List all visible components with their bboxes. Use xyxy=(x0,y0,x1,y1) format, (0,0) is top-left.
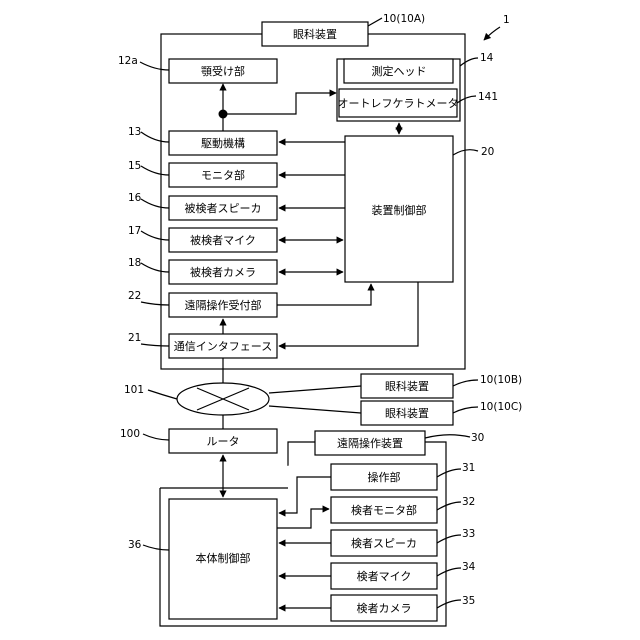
router-label: ルータ xyxy=(207,435,240,448)
ophthalmic-device-a-leader xyxy=(368,18,382,26)
network-to-device-c-line xyxy=(269,406,361,413)
ophthalmic-device-b-ref: 10(10B) xyxy=(480,374,522,386)
router-ref: 100 xyxy=(120,428,140,440)
examiner-camera-label: 検者カメラ xyxy=(357,601,412,615)
operation-unit-ref: 31 xyxy=(462,462,475,474)
main-controller-label: 本体制御部 xyxy=(196,551,251,565)
network-to-device-b-line xyxy=(269,386,361,393)
remote-op-receiver-label: 遠隔操作受付部 xyxy=(185,298,262,312)
ophthalmic-device-b-leader xyxy=(453,380,478,386)
comm-interface-label: 通信インタフェース xyxy=(174,340,272,353)
measurement-head-ref: 14 xyxy=(480,52,494,64)
ophthalmic-device-c-label: 眼科装置 xyxy=(385,406,429,420)
figure-number: 1 xyxy=(503,14,510,26)
ophthalmic-device-b-label: 眼科装置 xyxy=(385,379,429,393)
examinee-mic-ref: 17 xyxy=(128,225,141,237)
examinee-camera-label: 被検者カメラ xyxy=(190,265,256,279)
examiner-monitor-ref: 32 xyxy=(462,496,475,508)
figure-number-arrow xyxy=(484,27,500,40)
drive-mechanism-ref: 13 xyxy=(128,126,141,138)
auto-refkeratometer-label: オートレフケラトメータ xyxy=(338,97,459,110)
examinee-camera-ref: 18 xyxy=(128,257,141,269)
examiner-speaker-ref: 33 xyxy=(462,528,475,540)
chin-rest-ref: 12a xyxy=(118,55,138,67)
examiner-mic-label: 検者マイク xyxy=(357,569,412,583)
monitor-unit-label: モニタ部 xyxy=(201,168,245,182)
main-controller-ref: 36 xyxy=(128,539,142,551)
examinee-mic-label: 被検者マイク xyxy=(190,233,256,247)
ophthalmic-device-a-ref: 10(10A) xyxy=(383,13,425,25)
examiner-mic-ref: 34 xyxy=(462,561,476,573)
ophthalmic-device-c-ref: 10(10C) xyxy=(480,401,522,413)
junction-node xyxy=(219,110,228,119)
examiner-speaker-label: 検者スピーカ xyxy=(351,536,417,550)
remote-device-ref: 30 xyxy=(471,432,484,444)
device-controller-label: 装置制御部 xyxy=(372,203,427,217)
network-leader xyxy=(148,390,177,399)
router-leader xyxy=(143,434,169,440)
remote-device-leader xyxy=(425,435,470,438)
examiner-camera-ref: 35 xyxy=(462,595,475,607)
comm-interface-ref: 21 xyxy=(128,332,141,344)
examiner-monitor-label: 検者モニタ部 xyxy=(351,503,417,517)
monitor-unit-ref: 15 xyxy=(128,160,141,172)
chin-rest-label: 顎受け部 xyxy=(201,64,245,78)
auto-refkeratometer-ref: 141 xyxy=(478,91,498,103)
measurement-head-label: 測定ヘッド xyxy=(372,64,427,78)
ophthalmic-device-a-title: 眼科装置 xyxy=(293,27,337,41)
remote-op-receiver-ref: 22 xyxy=(128,290,141,302)
remote-device-title: 遠隔操作装置 xyxy=(337,436,403,450)
examinee-speaker-ref: 16 xyxy=(128,192,142,204)
ophthalmic-device-c-leader xyxy=(453,407,478,413)
device-controller-ref: 20 xyxy=(481,146,494,158)
examinee-speaker-label: 被検者スピーカ xyxy=(185,201,262,215)
operation-unit-label: 操作部 xyxy=(368,470,401,484)
drive-mechanism-label: 駆動機構 xyxy=(201,136,245,150)
network-ref: 101 xyxy=(124,384,144,396)
